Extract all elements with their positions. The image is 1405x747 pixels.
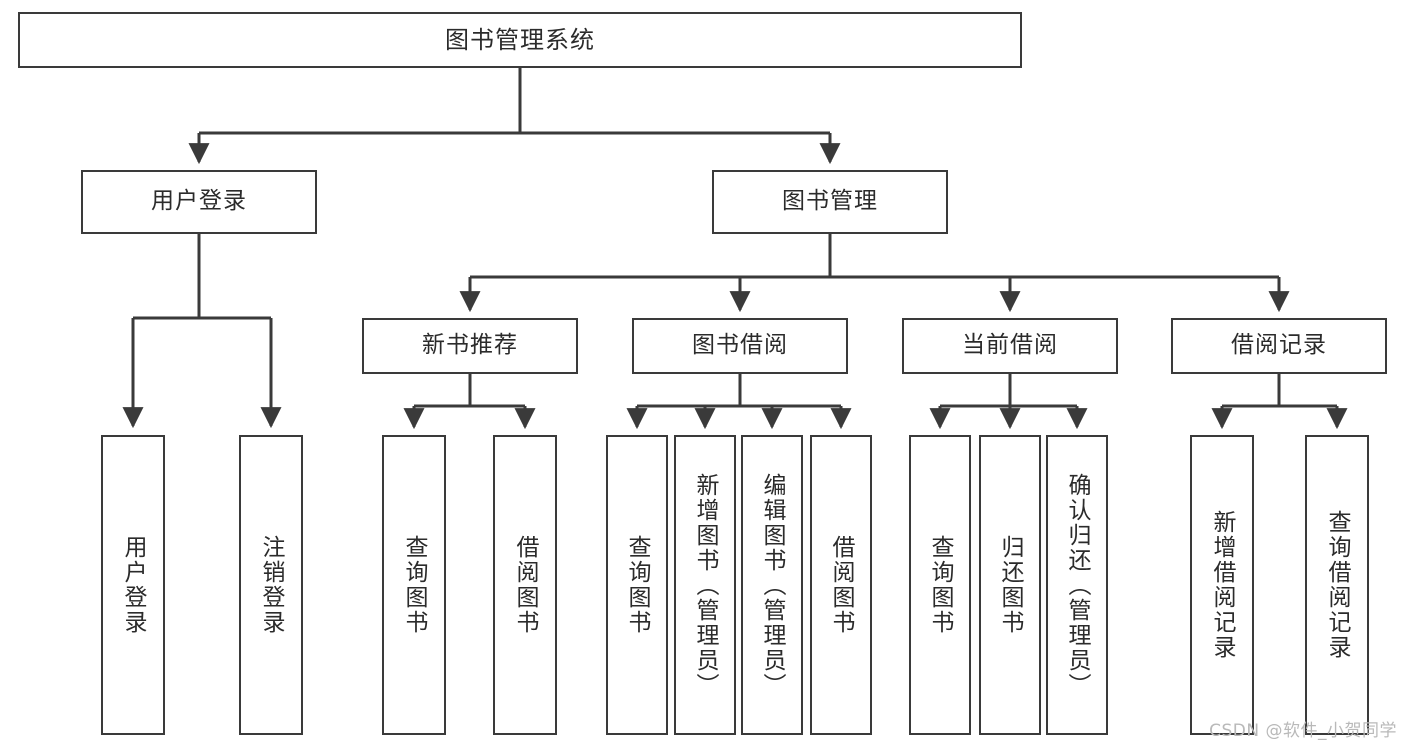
node-label: 新增借阅记录 bbox=[1209, 510, 1236, 660]
node-label: 查询图书 bbox=[401, 535, 428, 635]
leaf-confirm-return-admin[interactable]: 确认归还（管理员） bbox=[1046, 435, 1108, 735]
node-label: 图书管理系统 bbox=[445, 25, 595, 54]
node-label: 查询图书 bbox=[927, 535, 954, 635]
leaf-user-login[interactable]: 用户登录 bbox=[101, 435, 165, 735]
node-label: 归还图书 bbox=[997, 535, 1024, 635]
leaf-query-book-new-recommend[interactable]: 查询图书 bbox=[382, 435, 446, 735]
leaf-query-book-current[interactable]: 查询图书 bbox=[909, 435, 971, 735]
node-root-book-management-system[interactable]: 图书管理系统 bbox=[18, 12, 1022, 68]
node-label: 新增图书（管理员） bbox=[692, 472, 719, 698]
node-label: 编辑图书（管理员） bbox=[759, 472, 786, 698]
node-label: 图书借阅 bbox=[692, 332, 788, 359]
csdn-watermark: CSDN @软件_小贺同学 bbox=[1209, 721, 1397, 741]
node-label: 当前借阅 bbox=[962, 332, 1058, 359]
leaf-query-book-borrow[interactable]: 查询图书 bbox=[606, 435, 668, 735]
node-label: 用户登录 bbox=[120, 535, 147, 635]
leaf-return-book[interactable]: 归还图书 bbox=[979, 435, 1041, 735]
node-book-borrow[interactable]: 图书借阅 bbox=[632, 318, 848, 374]
leaf-logout[interactable]: 注销登录 bbox=[239, 435, 303, 735]
node-new-book-recommend[interactable]: 新书推荐 bbox=[362, 318, 578, 374]
node-label: 注销登录 bbox=[258, 535, 285, 635]
node-label: 借阅图书 bbox=[828, 535, 855, 635]
node-current-borrow[interactable]: 当前借阅 bbox=[902, 318, 1118, 374]
node-user-login[interactable]: 用户登录 bbox=[81, 170, 317, 234]
node-label: 确认归还（管理员） bbox=[1064, 472, 1091, 698]
node-label: 查询图书 bbox=[624, 535, 651, 635]
node-label: 借阅记录 bbox=[1231, 332, 1327, 359]
leaf-add-borrow-record[interactable]: 新增借阅记录 bbox=[1190, 435, 1254, 735]
node-label: 图书管理 bbox=[782, 188, 878, 215]
node-borrow-record[interactable]: 借阅记录 bbox=[1171, 318, 1387, 374]
node-label: 查询借阅记录 bbox=[1324, 510, 1351, 660]
node-label: 借阅图书 bbox=[512, 535, 539, 635]
node-label: 新书推荐 bbox=[422, 332, 518, 359]
node-label: 用户登录 bbox=[151, 188, 247, 215]
leaf-borrow-book[interactable]: 借阅图书 bbox=[810, 435, 872, 735]
leaf-edit-book-admin[interactable]: 编辑图书（管理员） bbox=[741, 435, 803, 735]
leaf-borrow-book-new-recommend[interactable]: 借阅图书 bbox=[493, 435, 557, 735]
leaf-add-book-admin[interactable]: 新增图书（管理员） bbox=[674, 435, 736, 735]
leaf-query-borrow-record[interactable]: 查询借阅记录 bbox=[1305, 435, 1369, 735]
node-book-management[interactable]: 图书管理 bbox=[712, 170, 948, 234]
